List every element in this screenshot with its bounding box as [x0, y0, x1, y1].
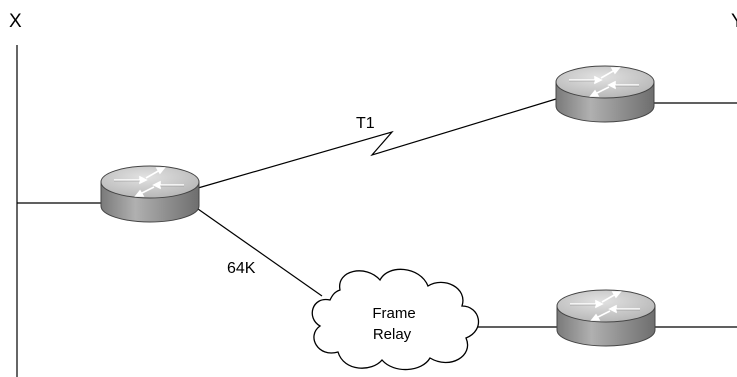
frame-relay-cloud-icon: Frame Relay	[311, 268, 480, 371]
router-bottom-right-icon	[556, 289, 656, 347]
t1-label: T1	[356, 115, 375, 132]
frame-relay-access-link	[197, 208, 323, 297]
cloud-label-line2: Relay	[373, 326, 412, 343]
network-label-x: X	[9, 11, 22, 32]
router-left-icon	[100, 165, 200, 223]
cloud-label-line1: Frame	[372, 305, 415, 322]
router-top-right-icon	[555, 65, 655, 123]
64k-label: 64K	[227, 260, 256, 277]
t1-link	[197, 98, 557, 189]
network-label-y: Y	[731, 11, 737, 32]
